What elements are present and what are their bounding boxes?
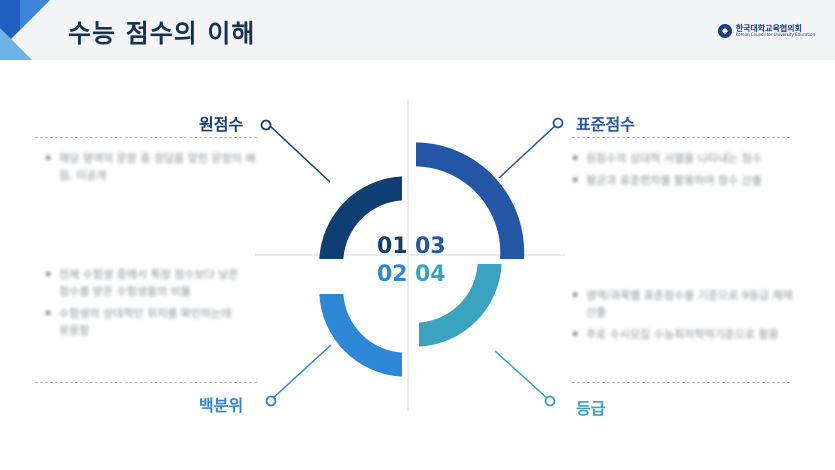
- connector-line-03: [498, 124, 557, 179]
- connector-dot-03: [552, 117, 564, 129]
- ring-arc-02: [319, 294, 402, 377]
- connector-dot-02: [265, 395, 277, 407]
- center-number-03: 03: [415, 234, 446, 259]
- bullet-list-03: 원점수의 상대적 서열을 나타내는 점수 평균과 표준편차를 활용하여 점수 산…: [572, 150, 792, 194]
- connector-line-04: [494, 350, 549, 400]
- quadrant-label-04: 등급: [576, 399, 606, 418]
- quadrant-label-02: 백분위: [199, 396, 244, 415]
- bullet-item: 영역/과목별 표준점수를 기준으로 9등급 체제 산출: [572, 287, 797, 321]
- bullet-item: 해당 영역의 문항 중 정답을 맞힌 문항의 배점, 미공개: [45, 150, 260, 184]
- header-corner-decoration: [0, 0, 50, 60]
- dashed-separator-04: [572, 382, 790, 383]
- bullet-list-01: 해당 영역의 문항 중 정답을 맞힌 문항의 배점, 미공개: [45, 150, 260, 189]
- bullet-item: 수험생의 상대적인 위치를 확인하는데 유용함: [45, 305, 245, 339]
- center-number-04: 04: [415, 262, 446, 287]
- logo-subtext: Korean Council for University Education: [735, 32, 815, 37]
- slide-header: 수능 점수의 이해 한국대학교육협의회 Korean Council for U…: [0, 0, 835, 60]
- bullet-item: 평균과 표준편차를 활용하여 점수 산출: [572, 172, 792, 189]
- ring-arc-03: [416, 142, 525, 259]
- bullet-item: 주로 수시모집 수능최저학력기준으로 활용: [572, 326, 797, 343]
- ring-arc-01: [319, 176, 402, 259]
- connector-line-01: [268, 124, 331, 183]
- center-number-02: 02: [377, 262, 408, 287]
- emblem-icon: [717, 24, 732, 38]
- dashed-separator-03: [572, 137, 790, 138]
- dashed-separator-01: [35, 137, 257, 138]
- organization-logo: 한국대학교육협의회 Korean Council for University …: [717, 24, 815, 38]
- center-number-01: 01: [377, 234, 408, 259]
- bullet-list-04: 영역/과목별 표준점수를 기준으로 9등급 체제 산출 주로 수시모집 수능최저…: [572, 287, 797, 348]
- logo-text: 한국대학교육협의회: [735, 24, 802, 33]
- page-title: 수능 점수의 이해: [68, 19, 256, 48]
- bullet-list-02: 전체 수험생 중에서 특정 점수보다 낮은 점수를 받은 수험생들의 비율 수험…: [45, 266, 245, 344]
- bullet-item: 전체 수험생 중에서 특정 점수보다 낮은 점수를 받은 수험생들의 비율: [45, 266, 245, 300]
- quadrant-label-03: 표준점수: [576, 115, 635, 134]
- connector-dot-04: [544, 395, 556, 407]
- ring-arc-04: [419, 264, 502, 347]
- connector-dot-01: [260, 119, 272, 131]
- quadrant-label-01: 원점수: [199, 115, 244, 134]
- bullet-item: 원점수의 상대적 서열을 나타내는 점수: [572, 150, 792, 167]
- connector-line-02: [271, 344, 332, 400]
- dashed-separator-02: [35, 382, 257, 383]
